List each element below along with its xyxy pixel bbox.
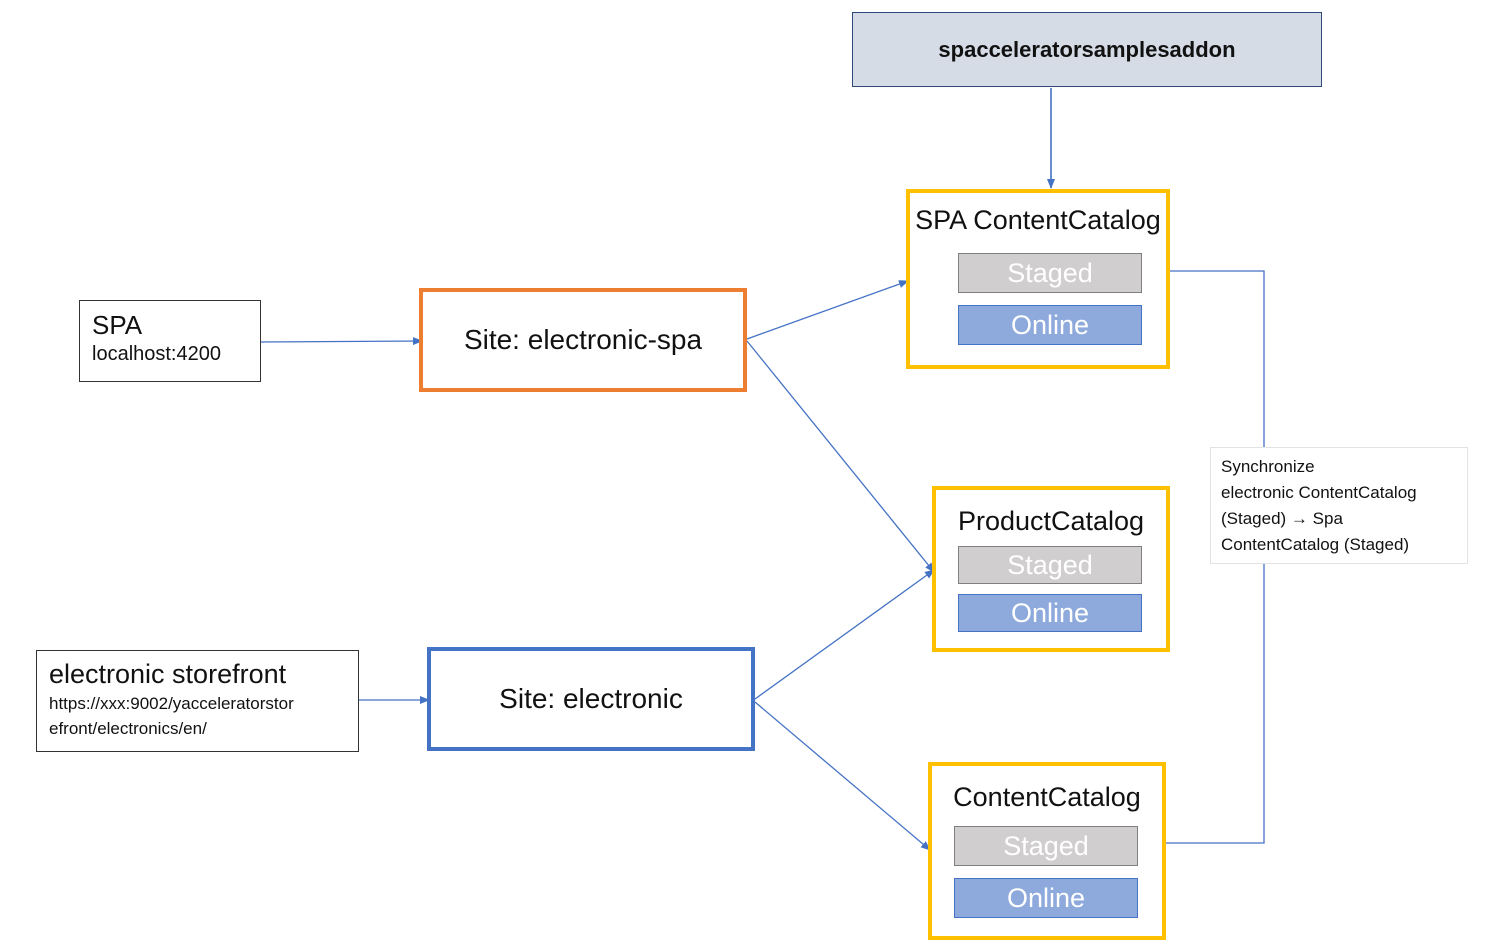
content-catalog-title: ContentCatalog [953,782,1141,812]
site-electronic-box: Site: electronic [427,647,755,751]
site-electronic-label: Site: electronic [499,683,683,714]
sync-note-line1: Synchronize [1221,457,1315,476]
product-catalog-title: ProductCatalog [957,506,1145,536]
edge-site-electronic-to-product-catalog [754,569,935,700]
storefront-client-url-line1: https://xxx:9002/yacceleratorstor [49,694,294,713]
content-catalog-box: ContentCatalog Staged Online [928,762,1166,940]
sync-note-line3: (Staged) → Spa [1221,509,1343,528]
addon-label: spacceleratorsamplesaddon [938,36,1236,62]
product-catalog-staged: Staged [958,546,1142,584]
spa-client-title: SPA [92,310,143,340]
sync-note: Synchronize electronic ContentCatalog (S… [1210,447,1468,564]
sync-note-line2: electronic ContentCatalog [1221,483,1417,502]
storefront-client-title: electronic storefront [49,659,287,689]
spa-content-catalog-box: SPA ContentCatalog Staged Online [906,189,1170,369]
content-catalog-online: Online [954,878,1138,918]
edge-site-spa-to-spa-catalog [746,280,909,340]
site-electronic-spa-box: Site: electronic-spa [419,288,747,392]
site-electronic-spa-label: Site: electronic-spa [463,324,703,355]
spa-content-catalog-staged: Staged [958,253,1142,293]
spa-client-url: localhost:4200 [92,343,221,365]
spa-content-catalog-online: Online [958,305,1142,345]
spa-client-box: SPA localhost:4200 [79,300,261,382]
storefront-client-box: electronic storefront https://xxx:9002/y… [36,650,359,752]
product-catalog-box: ProductCatalog Staged Online [932,486,1170,652]
spa-content-catalog-title: SPA ContentCatalog [915,205,1161,235]
storefront-client-url-line2: efront/electronics/en/ [49,719,207,738]
addon-box: spacceleratorsamplesaddon [852,12,1322,87]
edge-site-spa-to-product-catalog [746,340,935,573]
sync-note-line4: ContentCatalog (Staged) [1221,535,1410,554]
product-catalog-online: Online [958,594,1142,632]
edge-spa-to-site-spa [259,337,423,346]
content-catalog-staged: Staged [954,826,1138,866]
edge-site-electronic-to-content-catalog [754,701,931,851]
